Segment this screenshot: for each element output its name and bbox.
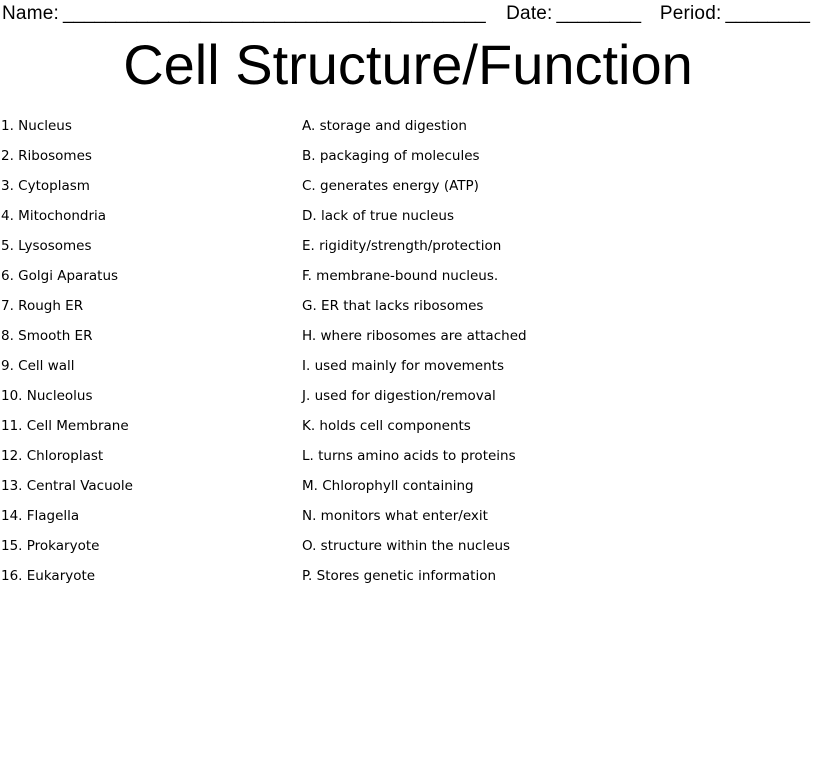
worksheet-header: Name: __________________________________… xyxy=(0,0,816,26)
definition-item: N. monitors what enter/exit xyxy=(302,508,488,524)
definition-item: F. membrane-bound nucleus. xyxy=(302,268,499,284)
term-item: 13. Central Vacuole xyxy=(1,478,133,494)
definition-item: L. turns amino acids to proteins xyxy=(302,448,516,464)
term-item: 9. Cell wall xyxy=(1,358,75,374)
definition-item: C. generates energy (ATP) xyxy=(302,178,479,194)
term-item: 15. Prokaryote xyxy=(1,538,100,554)
period-blank: ________ xyxy=(725,3,810,24)
definitions-column: A. storage and digestion B. packaging of… xyxy=(302,111,816,591)
name-blank: ________________________________________ xyxy=(62,3,486,24)
term-item: 5. Lysosomes xyxy=(1,238,92,254)
date-blank: ________ xyxy=(556,3,642,24)
definition-item: O. structure within the nucleus xyxy=(302,538,511,554)
term-item: 2. Ribosomes xyxy=(1,148,92,164)
term-item: 4. Mitochondria xyxy=(1,208,107,224)
term-item: 7. Rough ER xyxy=(1,298,84,314)
definition-item: J. used for digestion/removal xyxy=(302,388,496,404)
definition-item: A. storage and digestion xyxy=(302,118,467,134)
term-item: 14. Flagella xyxy=(1,508,80,524)
page-title: Cell Structure/Function xyxy=(123,33,693,96)
terms-column: 1. Nucleus 2. Ribosomes 3. Cytoplasm 4. … xyxy=(0,111,302,591)
term-item: 11. Cell Membrane xyxy=(1,418,129,434)
period-label: Period: xyxy=(659,3,722,24)
definition-item: E. rigidity/strength/protection xyxy=(302,238,502,254)
term-item: 1. Nucleus xyxy=(1,118,72,134)
definition-item: I. used mainly for movements xyxy=(302,358,504,374)
definition-item: H. where ribosomes are attached xyxy=(302,328,527,344)
definition-item: K. holds cell components xyxy=(302,418,471,434)
term-item: 12. Chloroplast xyxy=(1,448,104,464)
term-item: 8. Smooth ER xyxy=(1,328,93,344)
term-item: 6. Golgi Aparatus xyxy=(1,268,119,284)
date-label: Date: xyxy=(506,3,553,24)
matching-section: 1. Nucleus 2. Ribosomes 3. Cytoplasm 4. … xyxy=(0,111,816,591)
definition-item: B. packaging of molecules xyxy=(302,148,480,164)
definition-item: G. ER that lacks ribosomes xyxy=(302,298,484,314)
definition-item: D. lack of true nucleus xyxy=(302,208,455,224)
definition-item: M. Chlorophyll containing xyxy=(302,478,474,494)
term-item: 3. Cytoplasm xyxy=(1,178,90,194)
term-item: 10. Nucleolus xyxy=(1,388,93,404)
term-item: 16. Eukaryote xyxy=(1,568,96,584)
definition-item: P. Stores genetic information xyxy=(302,568,497,584)
name-label: Name: xyxy=(2,3,59,24)
